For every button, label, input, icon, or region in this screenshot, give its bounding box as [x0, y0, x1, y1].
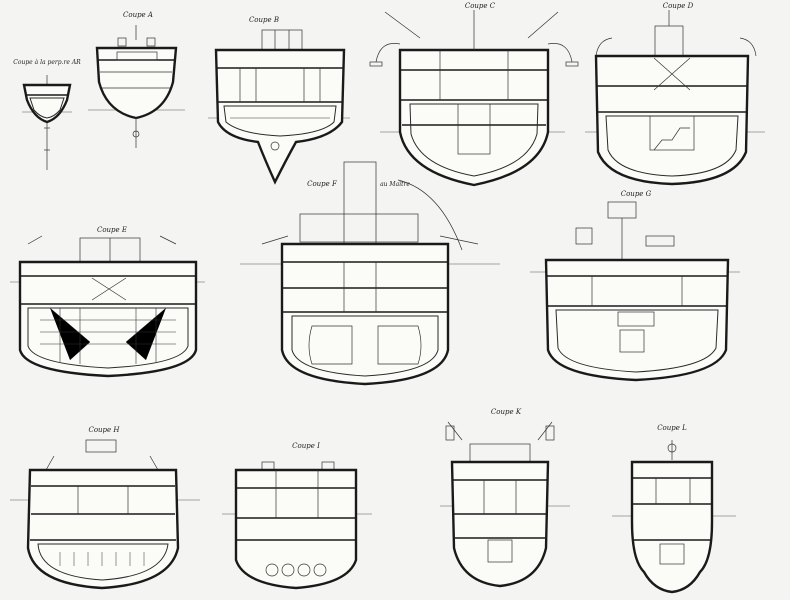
section-d	[585, 10, 765, 186]
section-e-label: Coupe E	[97, 226, 127, 234]
section-c-label: Coupe C	[465, 2, 496, 10]
section-c	[369, 10, 579, 187]
section-f-note: au Maître	[380, 181, 410, 188]
section-l-label: Coupe L	[657, 424, 687, 432]
section-f	[240, 161, 500, 386]
section-b-label: Coupe B	[249, 16, 279, 24]
section-h-label: Coupe H	[88, 426, 120, 434]
section-g-label: Coupe G	[621, 190, 652, 198]
section-k-label: Coupe K	[491, 408, 522, 416]
section-d-label: Coupe D	[663, 2, 694, 10]
section-g	[530, 201, 740, 382]
section-h	[10, 439, 200, 590]
section-e	[10, 235, 205, 378]
section-f-label: Coupe F	[307, 180, 338, 188]
section-k	[440, 421, 570, 588]
section-a-label: Coupe A	[123, 11, 153, 19]
section-ap-label: Coupe à la perp.re AR	[13, 59, 81, 66]
section-ap	[22, 75, 72, 170]
section-a	[88, 25, 185, 148]
section-i-label: Coupe I	[292, 442, 320, 450]
section-l	[612, 440, 736, 594]
section-b	[208, 29, 350, 185]
section-i	[222, 461, 372, 590]
